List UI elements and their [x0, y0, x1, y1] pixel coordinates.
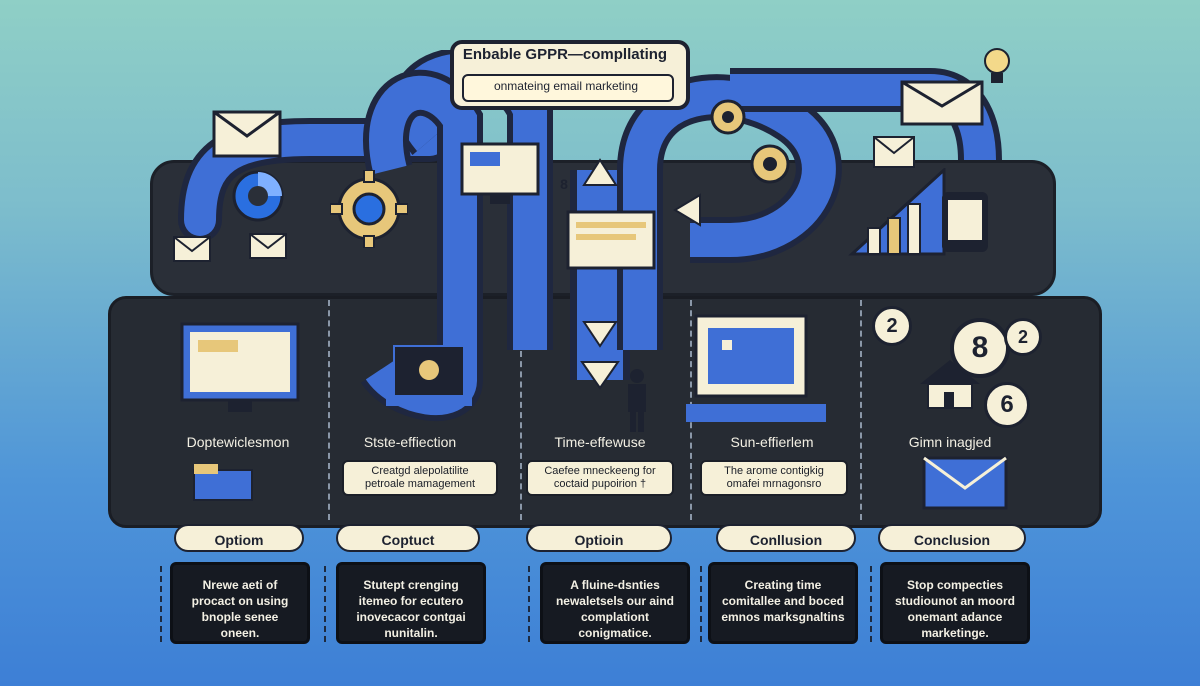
diagram-title: Enbable GPPR—compllating: [462, 46, 668, 63]
stage-heading: Time-effewuse: [554, 434, 646, 450]
monitor-icon: [460, 142, 540, 204]
description-card: A fluine-dsnties newaletsels our aind co…: [540, 562, 690, 644]
stage-divider: [328, 300, 330, 520]
number-badge: 6: [984, 382, 1030, 428]
stage-pill: Coptuct: [336, 524, 480, 552]
diagram-subtitle: onmateing email marketing: [493, 79, 639, 93]
stage-pill: Optiom: [174, 524, 304, 552]
envelope-icon: [900, 80, 984, 126]
stage-heading: Doptewiclesmon: [186, 434, 290, 450]
laptop-icon: [386, 345, 472, 406]
stage-note: Creatgd alepolatilite petroale mamagemen…: [342, 460, 498, 496]
stage-heading: Sun-effierlem: [730, 434, 814, 450]
stage-pill: Conclusion: [878, 524, 1026, 552]
number-badge: 2: [872, 306, 912, 346]
stage-divider: [520, 300, 522, 520]
connector-line: [870, 566, 872, 642]
envelope-icon: [212, 110, 282, 158]
tablet-icon: [942, 192, 988, 252]
envelope-icon: [173, 236, 211, 262]
connector-line: [700, 566, 702, 642]
connector-line: [528, 566, 530, 642]
folder-icon: [193, 464, 253, 501]
stage-note: Caefee mneckeeng for coctaid pupoirion †: [526, 460, 674, 496]
desktop-monitor-icon: [180, 322, 300, 412]
stage-heading: Gimn inagjed: [908, 434, 992, 450]
description-card: Stutept crenging itemeo for ecutero inov…: [336, 562, 486, 644]
stage-pill: Optioin: [526, 524, 672, 552]
envelope-icon: [249, 233, 287, 259]
description-card: Stop compecties studiounot an moord onem…: [880, 562, 1030, 644]
stage-pill: Conllusion: [716, 524, 856, 552]
presentation-screen-icon: [686, 314, 826, 422]
subtitle-box: [462, 74, 674, 102]
envelope-icon: [922, 456, 1008, 510]
stage-divider: [860, 300, 862, 520]
ribbon-digit: 8: [560, 176, 568, 192]
number-badge: 2: [1004, 318, 1042, 356]
bar-chart-icon: [848, 168, 946, 256]
envelope-icon: [873, 136, 915, 168]
number-badge: 8: [950, 318, 1010, 378]
description-card: Nrewe aeti of procact on using bnople se…: [170, 562, 310, 644]
stage-note: The arome contigkig omafei mrnagonsro: [700, 460, 848, 496]
connector-line: [324, 566, 326, 642]
stage-heading: Stste-effiection: [363, 434, 457, 450]
document-window-icon: [566, 210, 656, 270]
description-card: Creating time comitallee and boced emnos…: [708, 562, 858, 644]
gear-icon: [710, 99, 746, 135]
connector-line: [160, 566, 162, 642]
pie-chart-icon: [232, 170, 284, 222]
gear-icon: [330, 170, 408, 248]
person-icon: [628, 369, 646, 432]
house-icon: [920, 360, 980, 409]
gear-icon: [750, 144, 790, 184]
lightbulb-icon: [984, 48, 1010, 83]
